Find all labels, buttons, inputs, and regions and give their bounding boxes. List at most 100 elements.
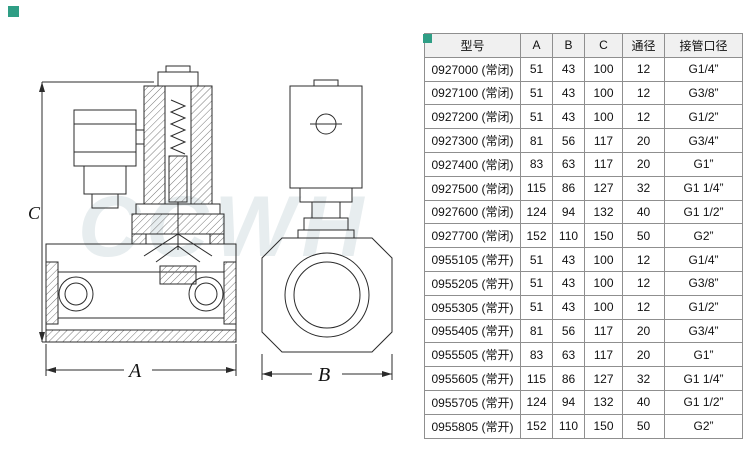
value-cell: G2” — [664, 413, 743, 439]
model-cell: 0927600 (常闭) — [424, 199, 521, 225]
value-cell: 152 — [520, 413, 553, 439]
value-cell: G1 1/4” — [664, 175, 743, 201]
value-cell: 12 — [622, 247, 665, 272]
value-cell: 51 — [520, 80, 553, 106]
valve-body-section — [45, 202, 237, 343]
model-cell: 0955105 (常开) — [424, 247, 521, 272]
solenoid-coil-section — [135, 65, 221, 215]
value-cell: 100 — [584, 56, 623, 82]
value-cell: 100 — [584, 270, 623, 296]
terminal-box-section — [73, 109, 144, 209]
value-cell: G1/2” — [664, 294, 743, 320]
value-cell: G1 1/4” — [664, 366, 743, 391]
accent-square-top-left — [8, 6, 19, 17]
value-cell: 94 — [552, 389, 585, 415]
value-cell: 20 — [622, 128, 665, 153]
value-cell: G3/4” — [664, 318, 743, 344]
model-cell: 0955205 (常开) — [424, 270, 521, 296]
value-cell: 81 — [520, 128, 553, 153]
col-header-2: B — [552, 33, 585, 58]
model-cell: 0927200 (常闭) — [424, 104, 521, 130]
value-cell: G2” — [664, 223, 743, 249]
value-cell: 94 — [552, 199, 585, 225]
value-cell: G1/4” — [664, 56, 743, 82]
value-cell: 56 — [552, 128, 585, 153]
value-cell: G1 1/2” — [664, 389, 743, 415]
value-cell: 12 — [622, 80, 665, 106]
value-cell: 51 — [520, 270, 553, 296]
value-cell: 43 — [552, 56, 585, 82]
value-cell: 150 — [584, 413, 623, 439]
value-cell: 51 — [520, 104, 553, 130]
model-cell: 0955705 (常开) — [424, 389, 521, 415]
valve-side-view-drawing: B — [261, 79, 393, 386]
model-cell: 0955805 (常开) — [424, 413, 521, 439]
value-cell: 63 — [552, 342, 585, 368]
value-cell: 124 — [520, 389, 553, 415]
value-cell: 115 — [520, 366, 553, 391]
value-cell: G1/2” — [664, 104, 743, 130]
value-cell: 83 — [520, 342, 553, 368]
value-cell: 32 — [622, 366, 665, 391]
value-cell: 43 — [552, 247, 585, 272]
value-cell: 20 — [622, 151, 665, 177]
value-cell: 32 — [622, 175, 665, 201]
accent-square-table — [423, 34, 432, 43]
value-cell: 51 — [520, 56, 553, 82]
col-header-5: 接管口径 — [664, 33, 743, 58]
dimension-a — [45, 344, 237, 376]
value-cell: 12 — [622, 104, 665, 130]
dim-label-a: A — [127, 360, 142, 382]
value-cell: 100 — [584, 294, 623, 320]
value-cell: 20 — [622, 318, 665, 344]
value-cell: 51 — [520, 247, 553, 272]
value-cell: G3/4” — [664, 128, 743, 153]
value-cell: 63 — [552, 151, 585, 177]
value-cell: 117 — [584, 151, 623, 177]
dimension-b — [261, 354, 393, 380]
value-cell: 115 — [520, 175, 553, 201]
model-cell: 0927000 (常闭) — [424, 56, 521, 82]
value-cell: 56 — [552, 318, 585, 344]
value-cell: 117 — [584, 342, 623, 368]
value-cell: G1 1/2” — [664, 199, 743, 225]
value-cell: 124 — [520, 199, 553, 225]
value-cell: 83 — [520, 151, 553, 177]
value-cell: 51 — [520, 294, 553, 320]
value-cell: 50 — [622, 413, 665, 439]
value-cell: 40 — [622, 199, 665, 225]
value-cell: 100 — [584, 247, 623, 272]
col-header-3: C — [584, 33, 623, 58]
value-cell: 50 — [622, 223, 665, 249]
model-cell: 0955505 (常开) — [424, 342, 521, 368]
value-cell: 100 — [584, 104, 623, 130]
value-cell: 100 — [584, 80, 623, 106]
coil-housing — [289, 79, 363, 239]
value-cell: 86 — [552, 175, 585, 201]
valve-cross-section-drawing: C A — [28, 65, 237, 382]
value-cell: 43 — [552, 294, 585, 320]
value-cell: 40 — [622, 389, 665, 415]
value-cell: 12 — [622, 56, 665, 82]
value-cell: 12 — [622, 294, 665, 320]
col-header-1: A — [520, 33, 553, 58]
value-cell: 43 — [552, 270, 585, 296]
value-cell: G1/4” — [664, 247, 743, 272]
value-cell: 43 — [552, 104, 585, 130]
value-cell: 117 — [584, 128, 623, 153]
model-cell: 0927400 (常闭) — [424, 151, 521, 177]
col-header-4: 通径 — [622, 33, 665, 58]
value-cell: 43 — [552, 80, 585, 106]
